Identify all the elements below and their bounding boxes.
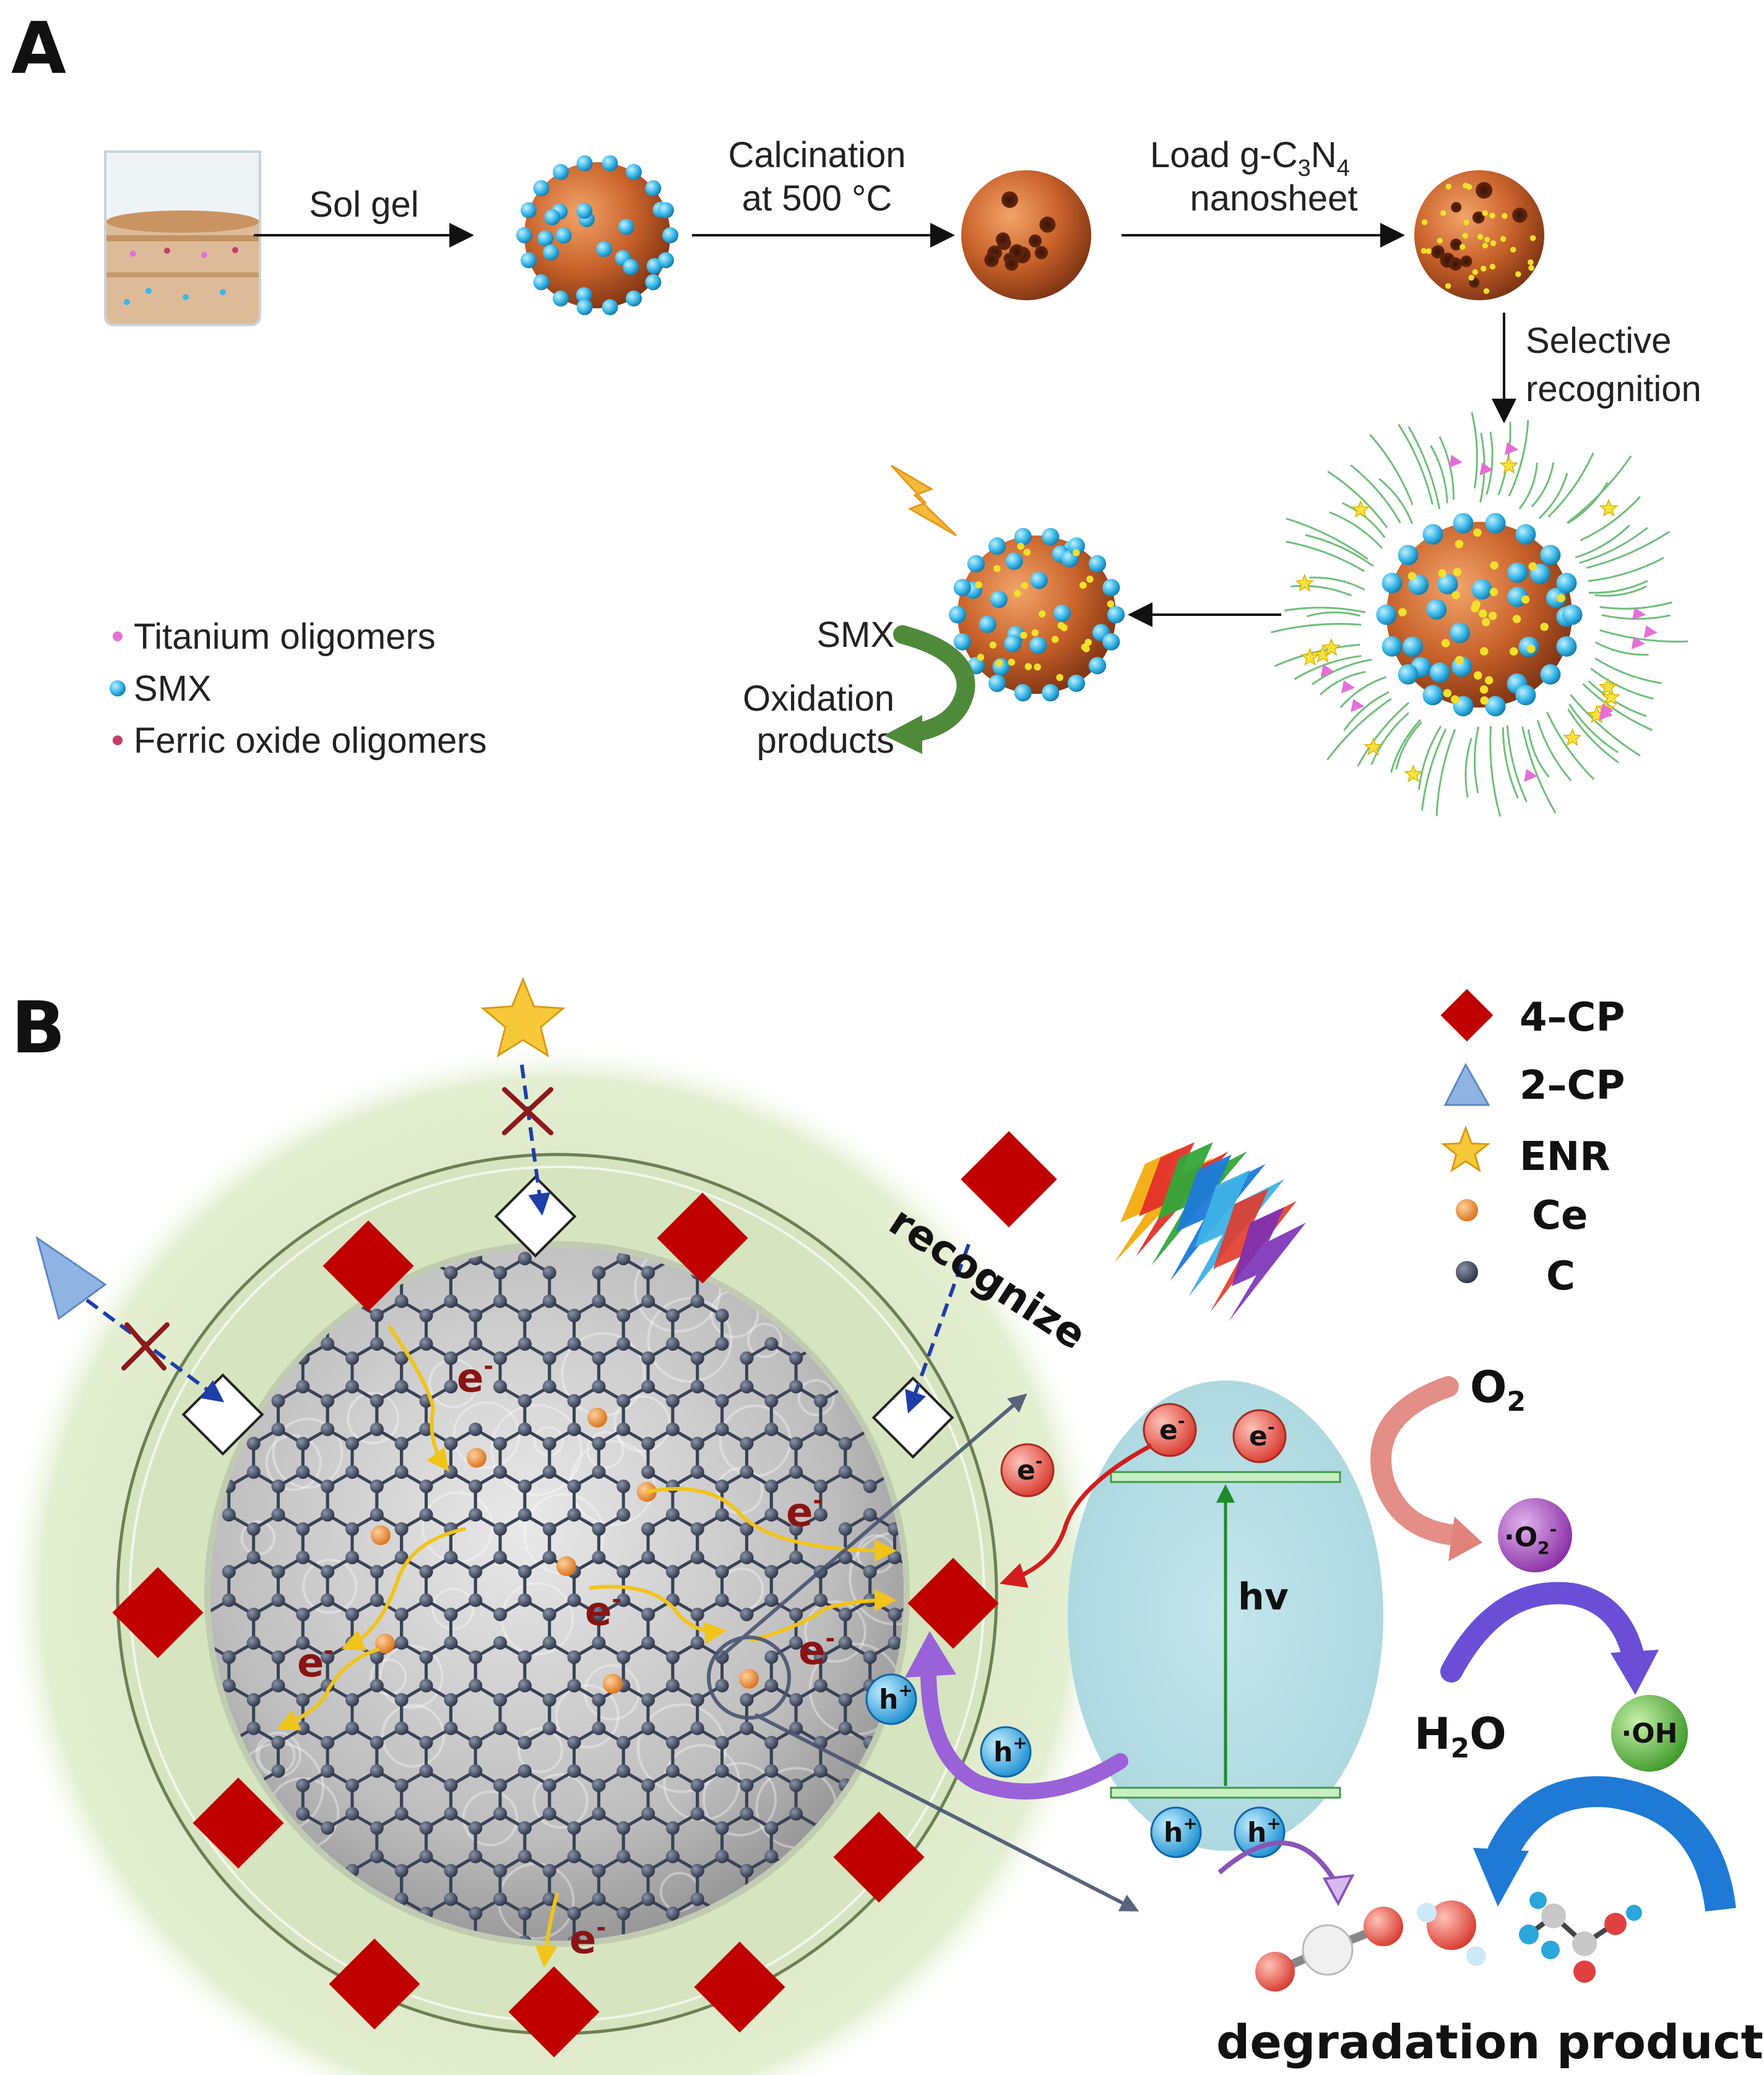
hv-label: hv <box>1238 1575 1289 1619</box>
zoom-lines <box>707 1393 1139 1912</box>
rejection-marks <box>121 1087 553 1371</box>
hydroxyl-ball <box>1611 1695 1688 1772</box>
label-selective-2: recognition <box>1526 369 1701 409</box>
hole-oxidation-arrow <box>1217 1840 1339 1886</box>
svg-text:h+: h+ <box>1164 1813 1198 1848</box>
svg-text:e-: e- <box>457 1353 493 1401</box>
svg-text:e-: e- <box>569 1914 606 1963</box>
4cp-free <box>961 1131 1057 1228</box>
degradation-arrow <box>1483 1776 1736 1912</box>
legend-a: Titanium oligomers SMX Ferric oxide olig… <box>110 617 487 761</box>
cycle-arrow <box>893 625 975 743</box>
svg-text:e-: e- <box>297 1637 334 1686</box>
template-4cp-sites <box>112 1192 999 2058</box>
svg-text:e-: e- <box>1249 1417 1274 1452</box>
vb-holes: h+ h+ h+ h+ <box>865 1673 1286 1858</box>
valence-band <box>1110 1787 1341 1799</box>
cb-electrons: e- e- e- <box>1000 1403 1287 1497</box>
h2o-label: H2O <box>1414 1709 1507 1764</box>
light-icon <box>1114 1142 1306 1322</box>
enr-star <box>480 976 566 1058</box>
label-load-1: Load g-C3N4 <box>1150 135 1350 181</box>
o2-reduction-arrow <box>1370 1376 1465 1546</box>
2cp-path <box>85 1298 225 1403</box>
legend-4cp: 4–CP <box>1520 995 1625 1041</box>
radical-arc-arrow <box>1440 1582 1645 1683</box>
legend-b: 4–CP 2–CP ENR Ce C <box>1440 989 1625 1299</box>
legend-enr: ENR <box>1520 1134 1611 1180</box>
sphere-porous-loaded <box>1414 170 1544 300</box>
label-load-2: nanosheet <box>1190 178 1358 219</box>
svg-text:h+: h+ <box>879 1680 913 1715</box>
electron-transfer-arrow <box>1000 1443 1152 1588</box>
legend-titanium: Titanium oligomers <box>134 617 436 657</box>
label-calcination-2: at 500 °C <box>742 178 892 219</box>
legend-ce: Ce <box>1532 1193 1588 1239</box>
panel-b-label: B <box>11 987 66 1070</box>
label-smx: SMX <box>816 615 894 655</box>
degradation-label: degradation products <box>1216 2014 1764 2069</box>
hydroxyl-label: ·OH <box>1622 1718 1678 1749</box>
superoxide-ball <box>1498 1498 1572 1572</box>
sphere-photocatalyst <box>948 527 1125 702</box>
label-sol-gel: Sol gel <box>309 184 418 225</box>
legend-2cp: 2–CP <box>1520 1063 1625 1109</box>
legend-ferric: Ferric oxide oligomers <box>134 721 487 761</box>
sphere-recognition <box>1376 513 1583 717</box>
superoxide-label: ·O2- <box>1504 1519 1557 1558</box>
svg-text:e-: e- <box>786 1487 823 1536</box>
label-oxidation-2: products <box>757 721 894 761</box>
svg-text:h+: h+ <box>1247 1813 1281 1848</box>
enr-path <box>520 1064 551 1216</box>
2cp-triangle <box>35 1236 107 1320</box>
conduction-band <box>1110 1471 1341 1483</box>
hole-transfer-arrow <box>920 1663 1128 1800</box>
beaker-icon <box>104 150 261 326</box>
label-oxidation-1: Oxidation <box>743 678 894 719</box>
sphere-porous <box>961 170 1091 300</box>
catalyst-core <box>210 1247 904 1941</box>
panel-a-label: A <box>11 7 66 90</box>
lightning-icon <box>890 464 958 537</box>
o2-label: O2 <box>1470 1362 1526 1418</box>
recognition-cloud <box>1271 412 1688 817</box>
sphere-smx-coated <box>516 155 678 316</box>
4cp-recognize-path <box>905 1243 971 1414</box>
svg-text:h+: h+ <box>993 1733 1027 1768</box>
svg-text:e-: e- <box>1159 1411 1185 1446</box>
svg-text:e-: e- <box>585 1586 621 1635</box>
svg-text:e-: e- <box>798 1625 835 1674</box>
legend-smx: SMX <box>134 669 212 709</box>
core-electron-labels: e- e- e- e- e- e- <box>297 1353 835 1963</box>
cycle-arrow-head <box>884 715 922 754</box>
label-selective-1: Selective <box>1526 321 1671 361</box>
legend-c: C <box>1546 1254 1575 1299</box>
label-calcination-1: Calcination <box>729 135 906 175</box>
electron-paths <box>276 1326 897 1968</box>
svg-text:e-: e- <box>1017 1451 1042 1486</box>
degradation-molecules <box>1255 1892 1642 1991</box>
